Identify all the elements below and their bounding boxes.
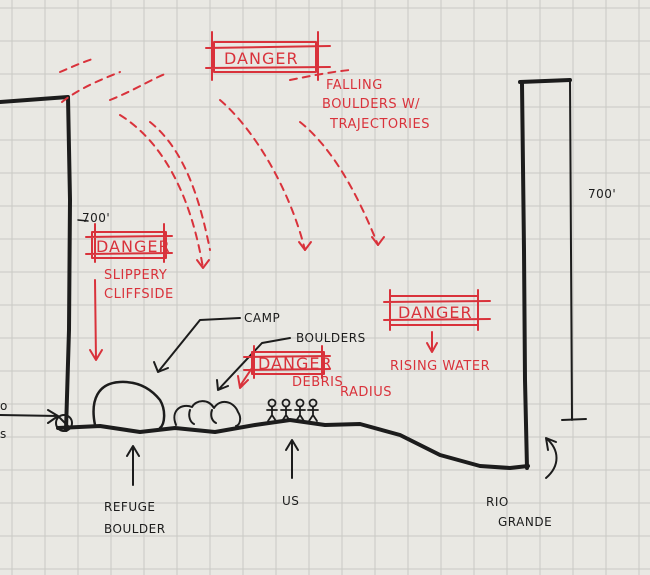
camp-leader — [153, 317, 241, 373]
height-dimension-right — [561, 79, 587, 421]
left-edge-arrow — [0, 409, 59, 424]
stick-figure — [294, 398, 306, 422]
danger-right-label: DANGER — [398, 303, 473, 322]
canyon-floor — [56, 418, 530, 470]
rio-line-1: RIO — [486, 495, 509, 509]
height-dimension-left — [77, 219, 89, 222]
us-group — [266, 398, 319, 422]
trajectory-path — [289, 69, 351, 81]
rio-arrow — [545, 437, 558, 479]
trajectory-path — [59, 57, 97, 73]
danger-left-label: DANGER — [96, 237, 171, 256]
refuge-tick-circle — [55, 414, 73, 432]
danger-box-right: DANGER — [383, 289, 491, 331]
falling-line-1: FALLING — [326, 78, 383, 93]
falling-line-3: TRAJECTORIES — [329, 117, 430, 132]
right-cliff-wall — [518, 78, 572, 470]
refuge-line-2: BOULDER — [104, 522, 166, 536]
trajectory-arrowhead — [298, 241, 312, 251]
camp-label: CAMP — [244, 311, 280, 325]
refuge-arrow — [126, 445, 140, 486]
boulders-label: BOULDERS — [296, 331, 366, 345]
us-arrow — [285, 439, 299, 479]
danger-box-left: DANGER — [85, 223, 173, 263]
trajectory-path — [119, 114, 204, 269]
stick-figure — [307, 398, 319, 422]
boulder-trajectories — [59, 57, 385, 269]
height-right-label: 700' — [588, 187, 616, 201]
danger-debris-label: DANGER — [258, 354, 333, 373]
boulders-leader — [216, 337, 291, 391]
refuge-line-1: REFUGE — [104, 500, 156, 514]
refuge-boulder-shape — [92, 380, 166, 430]
boulders-pile — [173, 400, 242, 427]
debris-line-2: RADIUS — [340, 385, 392, 400]
danger-box-top: DANGER — [205, 31, 331, 81]
left-cliff-wall — [0, 95, 72, 432]
trajectory-path — [61, 71, 121, 103]
us-label: US — [282, 494, 299, 508]
height-left-label: 700' — [82, 211, 110, 225]
trajectory-path — [299, 121, 379, 246]
trajectory-path — [149, 121, 211, 251]
slippery-line-2: CLIFFSIDE — [104, 287, 174, 302]
danger-top-label: DANGER — [224, 49, 299, 68]
debris-arrow — [237, 367, 253, 389]
slippery-arrow — [89, 279, 103, 361]
slippery-line-1: SLIPPERY — [104, 268, 167, 283]
falling-line-2: BOULDERS W/ — [322, 97, 420, 112]
trajectory-path — [219, 99, 306, 251]
edge-label-s: s — [0, 427, 7, 441]
stick-figure — [266, 398, 278, 422]
edge-label-o: o — [0, 399, 8, 413]
trajectory-arrowhead — [371, 236, 385, 246]
rising-water-label: RISING WATER — [390, 359, 490, 374]
stick-figure — [280, 398, 292, 422]
danger-box-debris: DANGER — [243, 345, 333, 379]
trajectory-arrowhead — [196, 259, 210, 269]
rio-line-2: GRANDE — [498, 515, 552, 529]
rising-water-arrow — [426, 331, 438, 353]
trajectory-path — [109, 73, 166, 101]
debris-line-1: DEBRIS — [292, 375, 343, 390]
